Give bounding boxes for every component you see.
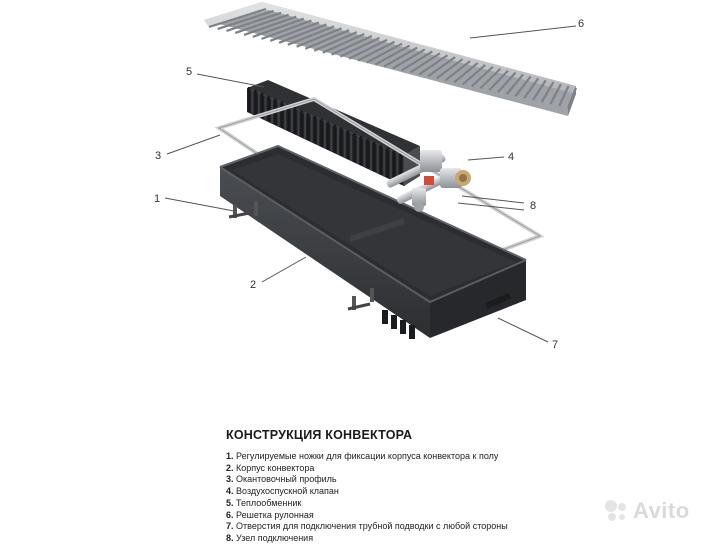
grille-slat [462, 64, 486, 86]
legend-item: 6. Решетка рулонная [226, 509, 314, 520]
grille-slat [234, 13, 290, 34]
legend-item: 8. Узел подключения [226, 532, 314, 543]
grille-slat [392, 48, 426, 70]
connection-hole [391, 315, 397, 329]
grille-slat [453, 62, 479, 84]
grille-slat [532, 79, 547, 101]
parts-legend: 1. Регулируемые ножки для фиксации корпу… [226, 451, 508, 545]
callout-4: 4 [508, 151, 514, 163]
heat-exchanger-fins [248, 87, 405, 186]
grille-slat [278, 23, 327, 44]
grille-slat [243, 15, 297, 36]
grille-slat [418, 54, 449, 76]
watermark-text: Avito [633, 498, 690, 523]
convector-housing [219, 144, 527, 339]
avito-watermark: Avito [603, 498, 690, 524]
callout-5: 5 [186, 66, 192, 78]
grille-slat [252, 17, 305, 38]
grille-slat [313, 31, 358, 52]
grille-slat [383, 46, 418, 68]
grille-slat [348, 38, 388, 60]
grille-slat [226, 11, 282, 32]
grille-slat [357, 40, 396, 62]
grille-slat [296, 27, 343, 48]
grille-slat [497, 71, 517, 93]
grille-slat [558, 85, 570, 107]
grille-slat [401, 50, 433, 72]
callout-2: 2 [250, 279, 256, 291]
connection-hole [382, 310, 388, 324]
legend-item: 7. Отверстия для подключения трубной под… [226, 521, 508, 532]
connection-fittings [386, 150, 471, 212]
grille-slat [339, 36, 380, 58]
grille-slat [436, 58, 464, 80]
diagram-title: КОНСТРУКЦИЯ КОНВЕКТОРА [226, 428, 413, 442]
grille-slat [549, 83, 562, 105]
callout-1: 1 [154, 193, 160, 205]
legend-item: 1. Регулируемые ножки для фиксации корпу… [226, 451, 499, 461]
legend-item: 4. Воздухоспускной клапан [226, 486, 339, 497]
grille-slat [479, 67, 502, 90]
grille-slat [287, 25, 335, 46]
avito-logo-icon [605, 500, 626, 521]
grille-slat [444, 60, 471, 82]
grille-slat [540, 81, 555, 103]
grille-slat [331, 34, 373, 56]
callout-8: 8 [530, 200, 536, 212]
legend-item: 2. Корпус конвектора [226, 462, 315, 473]
callout-3: 3 [155, 150, 161, 162]
connection-hole [409, 325, 415, 339]
grille-slat [523, 77, 540, 99]
grille-slat [374, 44, 411, 66]
grille-slat [409, 52, 441, 74]
grille-slat [217, 9, 274, 31]
legend-item: 5. Теплообменник [226, 497, 302, 508]
grille-slat [366, 42, 403, 64]
grille-slat [514, 75, 532, 97]
legend-item: 3. Окантовочный профиль [226, 474, 337, 485]
roll-grille [204, 2, 578, 116]
grille-slat [427, 56, 456, 78]
grille-slat [505, 73, 524, 95]
grille-slat [470, 65, 494, 88]
callout-leaders [164, 25, 577, 343]
grille-slat [304, 29, 350, 50]
grille-slat [269, 21, 320, 42]
grille-slat [488, 69, 509, 91]
connection-hole [400, 320, 406, 334]
grille-slat [261, 19, 312, 40]
grille-slat [208, 7, 267, 29]
callout-6: 6 [578, 18, 584, 30]
connection-holes [382, 310, 415, 339]
grille-slats [208, 7, 578, 109]
grille-slat [566, 87, 578, 109]
grille-slat [322, 33, 365, 54]
callout-7: 7 [552, 339, 558, 351]
